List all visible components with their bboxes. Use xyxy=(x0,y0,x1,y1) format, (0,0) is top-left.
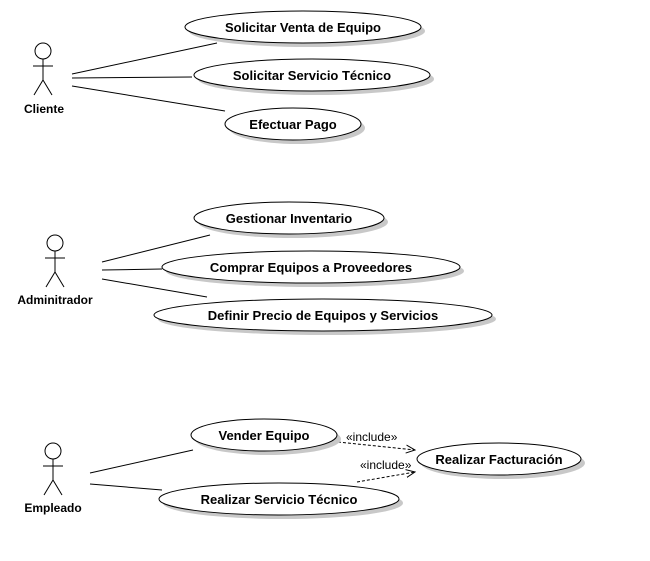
association-administrador-comprar-equipos xyxy=(101,268,163,271)
actor-empleado-figure xyxy=(43,442,63,496)
use-case-comprar-equipos-label: Comprar Equipos a Proveedores xyxy=(210,260,412,275)
actor-empleado-label: Empleado xyxy=(24,501,81,515)
association-administrador-definir-precio xyxy=(101,278,208,298)
use-case-comprar-equipos[interactable]: Comprar Equipos a Proveedores xyxy=(161,250,464,287)
use-case-gestionar-inventario-label: Gestionar Inventario xyxy=(226,211,352,226)
include-servicio-facturacion xyxy=(356,472,415,483)
use-case-definir-precio[interactable]: Definir Precio de Equipos y Servicios xyxy=(153,298,496,335)
actor-cliente-figure xyxy=(33,42,53,96)
use-case-realizar-facturacion-label: Realizar Facturación xyxy=(435,452,562,467)
include-label-2: «include» xyxy=(360,458,412,472)
association-administrador-gestionar-inventario xyxy=(101,234,211,263)
association-cliente-solicitar-venta xyxy=(71,42,218,75)
association-empleado-vender-equipo xyxy=(89,449,194,474)
use-case-definir-precio-label: Definir Precio de Equipos y Servicios xyxy=(208,308,438,323)
use-case-efectuar-pago[interactable]: Efectuar Pago xyxy=(224,107,365,144)
actor-empleado[interactable]: Empleado xyxy=(24,442,82,515)
include-vender-facturacion xyxy=(337,441,415,450)
actor-cliente-label: Cliente xyxy=(24,102,64,116)
use-case-solicitar-servicio-label: Solicitar Servicio Técnico xyxy=(233,68,391,83)
use-case-solicitar-venta[interactable]: Solicitar Venta de Equipo xyxy=(184,10,425,47)
actor-cliente[interactable]: Cliente xyxy=(24,42,64,116)
actor-administrador-figure xyxy=(45,234,65,288)
use-case-vender-equipo[interactable]: Vender Equipo xyxy=(190,418,341,455)
use-case-realizar-facturacion[interactable]: Realizar Facturación xyxy=(416,442,585,479)
use-case-vender-equipo-label: Vender Equipo xyxy=(218,428,309,443)
association-cliente-solicitar-servicio xyxy=(71,76,193,79)
association-cliente-efectuar-pago xyxy=(71,85,226,112)
actor-administrador[interactable]: Adminitrador xyxy=(17,234,93,307)
use-case-solicitar-venta-label: Solicitar Venta de Equipo xyxy=(225,20,381,35)
use-case-realizar-servicio[interactable]: Realizar Servicio Técnico xyxy=(158,482,403,519)
use-case-efectuar-pago-label: Efectuar Pago xyxy=(249,117,336,132)
actor-administrador-label: Adminitrador xyxy=(17,293,93,307)
include-label-1: «include» xyxy=(346,430,398,444)
association-empleado-realizar-servicio xyxy=(89,483,163,491)
use-case-gestionar-inventario[interactable]: Gestionar Inventario xyxy=(193,201,388,238)
use-case-solicitar-servicio[interactable]: Solicitar Servicio Técnico xyxy=(193,58,434,95)
use-case-realizar-servicio-label: Realizar Servicio Técnico xyxy=(201,492,358,507)
